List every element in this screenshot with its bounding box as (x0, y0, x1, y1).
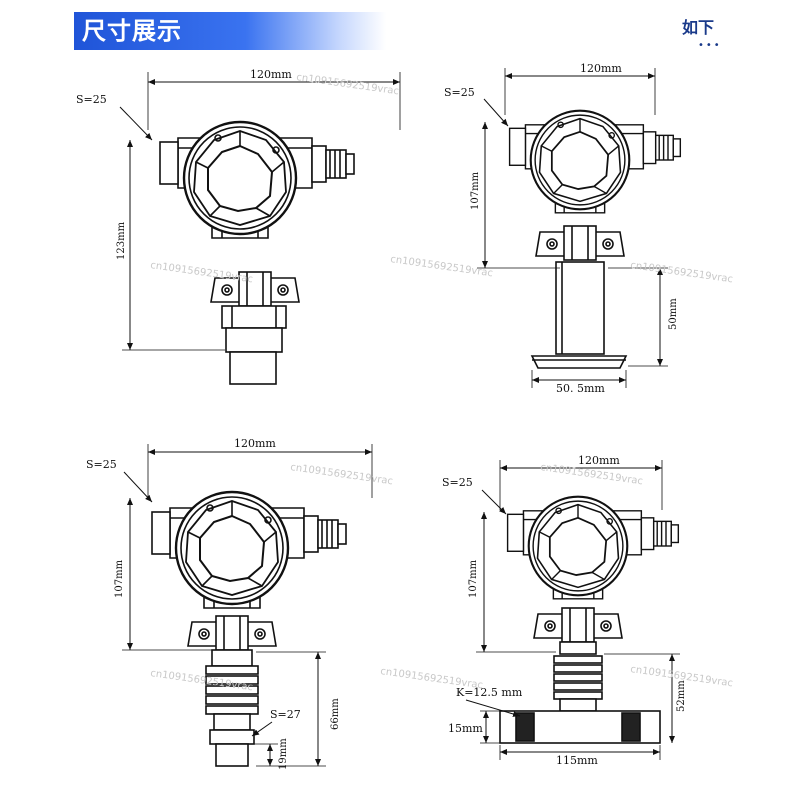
d3-height-label: 107mm (114, 559, 125, 598)
d4-hole-label: K=12.5 mm (456, 686, 523, 699)
d4-height-label: 107mm (468, 559, 479, 598)
svg-text:cn10915692519vrac: cn10915692519vrac (296, 72, 400, 97)
d4-width-label: 120mm (578, 454, 620, 467)
svg-text:cn10915692519vrac: cn10915692519vrac (380, 666, 484, 691)
d3-width-label: 120mm (234, 437, 276, 450)
d1-height-label: 123mm (116, 221, 127, 260)
svg-text:cn10915692519vrac: cn10915692519vrac (630, 260, 734, 285)
svg-text:cn10915692519vrac: cn10915692519vrac (390, 254, 494, 279)
d2-stem-label: 50mm (668, 298, 679, 330)
d2-width-label: 120mm (580, 62, 622, 75)
d4-flange-thk-label: 15mm (448, 722, 483, 735)
d3-wrench-label: S=25 (86, 458, 117, 471)
page-title: 尺寸展示 (82, 17, 182, 45)
d3-nut-height-label: 19mm (278, 738, 289, 770)
svg-text:cn10915692519vrac: cn10915692519vrac (150, 260, 254, 285)
d4-fin-label: 52mm (676, 680, 687, 712)
diagram-3: 120mm 107mm S=25 66mm S=27 19mm (86, 437, 373, 770)
header-banner: 尺寸展示 (74, 12, 386, 50)
d1-wrench-label: S=25 (76, 93, 107, 106)
diagram-1: 120mm 123mm S=25 (76, 68, 401, 385)
d3-nut-label: S=27 (270, 708, 301, 721)
diagram-4: 120mm 107mm S=25 52mm K=12.5 mm 15mm 115… (442, 454, 687, 767)
more-dots: ••• (698, 40, 722, 51)
svg-text:cn10915692519vrac: cn10915692519vrac (290, 462, 394, 487)
more-label: 如下 (682, 18, 715, 37)
d1-width-label: 120mm (250, 68, 292, 81)
d3-fin-label: 66mm (330, 698, 341, 730)
d2-height-label: 107mm (470, 171, 481, 210)
d2-flange-label: 50. 5mm (556, 382, 605, 395)
diagram-2: 120mm 107mm S=25 50mm 50. 5mm (444, 62, 682, 395)
d4-flange-w-label: 115mm (556, 754, 598, 767)
d2-wrench-label: S=25 (444, 86, 475, 99)
d4-wrench-label: S=25 (442, 476, 473, 489)
